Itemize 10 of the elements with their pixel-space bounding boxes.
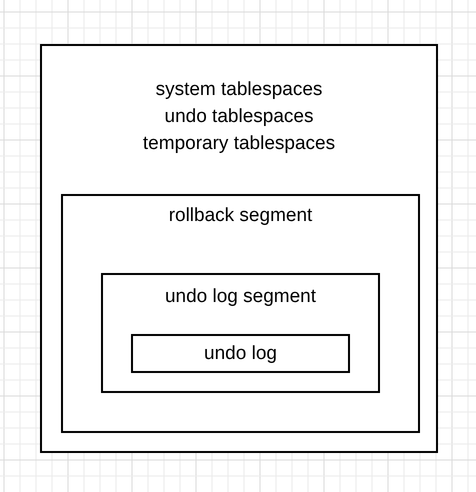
rollback-segment-box [61, 194, 420, 433]
box-label: undo tablespaces [164, 105, 314, 129]
undo-log-box [131, 334, 350, 373]
box-label: system tablespaces [156, 78, 322, 102]
box-label: temporary tablespaces [142, 132, 336, 156]
box-label: undo log [204, 342, 277, 366]
box-label: undo log segment [164, 285, 316, 309]
outer-box [40, 44, 438, 453]
box-label: rollback segment [168, 204, 312, 228]
undo-log-segment-box [101, 273, 380, 393]
